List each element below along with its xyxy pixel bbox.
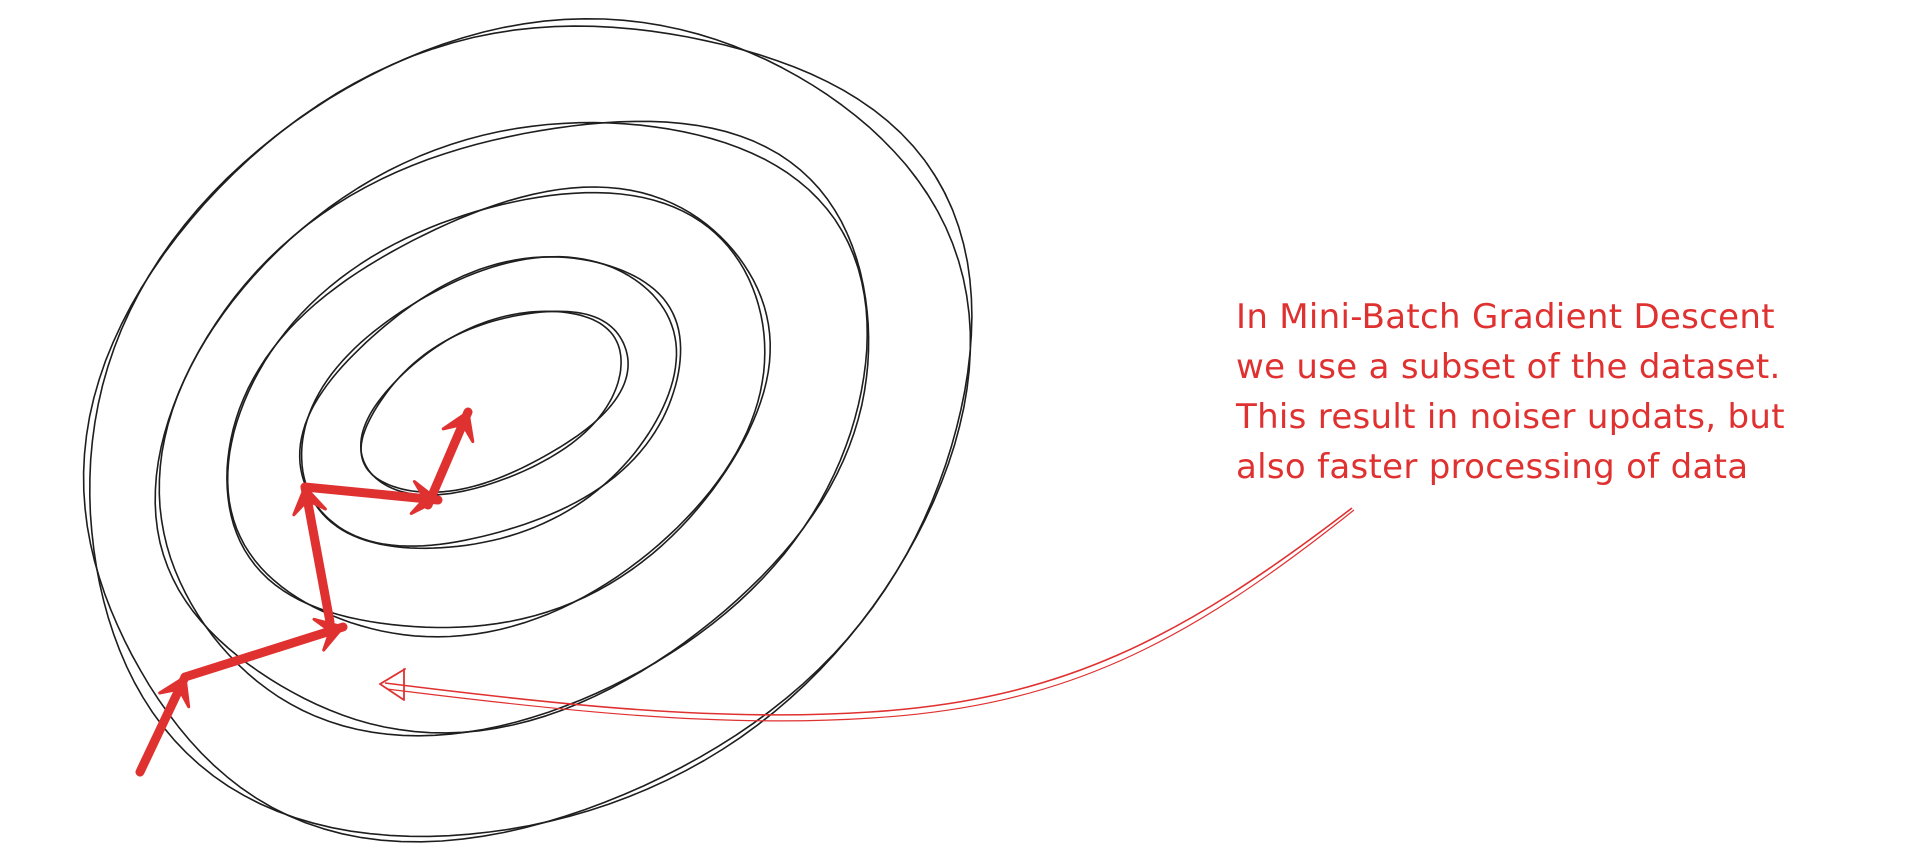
contour-ellipse [226,191,766,638]
contour-ellipse [298,256,682,547]
contour-ellipse [300,255,678,550]
annotation-line: This result in noiser updats, but [1236,397,1785,437]
descent-step-arrowhead [409,480,440,515]
descent-step-arrowhead [441,410,475,444]
contour-ellipse [226,186,771,629]
contour-ellipse [360,310,629,494]
descent-step-line [300,482,335,627]
annotation-line: also faster processing of data [1236,447,1749,487]
descent-step-arrowhead [312,617,345,652]
descent-step-line [423,407,473,510]
contour-ellipse [82,25,973,843]
contour-ellipse [158,121,868,737]
descent-step-arrowhead [292,485,327,517]
contour-ellipse [154,120,870,734]
callout-arrowhead [379,668,406,701]
descent-step-line [180,622,348,682]
callout-arrow-line [386,509,1355,722]
annotation-line: In Mini-Batch Gradient Descent [1236,297,1775,337]
annotation-text: In Mini-Batch Gradient Descent we use a … [1236,292,1896,492]
contour-ellipse [360,310,622,496]
callout-arrow-line [384,507,1353,716]
contour-lines [82,18,973,843]
descent-step-line [135,672,190,777]
descent-step-line [300,482,443,505]
descent-path [135,407,475,777]
annotation-line: we use a subset of the dataset. [1236,347,1781,387]
callout-arrow [379,507,1355,722]
descent-step-arrowhead [158,675,191,709]
